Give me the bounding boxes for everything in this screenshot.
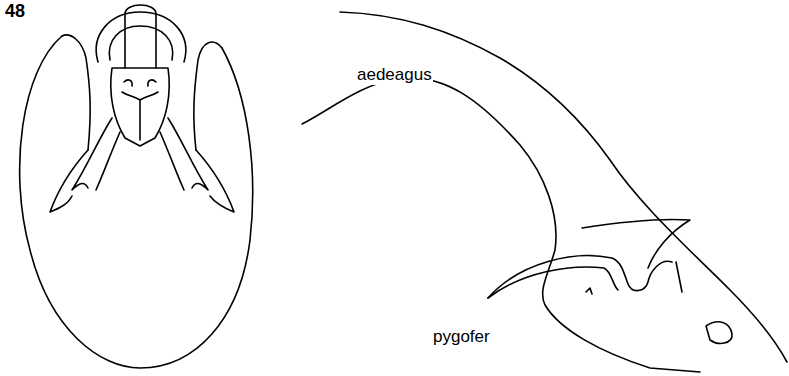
left-plate [50, 150, 88, 212]
aedeagus-ventral-edge [302, 78, 700, 372]
anal-tube [96, 12, 186, 62]
shield-mark [122, 92, 158, 140]
hooked-process-inner [488, 267, 618, 298]
aedeagus-dorsal-edge [340, 12, 787, 362]
left-lobe-edge [62, 35, 90, 150]
aedeagus-gonopore [706, 322, 732, 344]
left-style [72, 118, 120, 190]
part-label: aedeagus [356, 66, 433, 85]
figure-number: 48 [4, 2, 26, 22]
anal-tube-inner [109, 26, 172, 60]
aedeagus-detail [586, 288, 592, 294]
aedeagus-ridge [676, 262, 682, 292]
right-plate [196, 150, 234, 212]
central-column [125, 5, 156, 68]
pygofer-outline [20, 36, 253, 368]
aedeagus-dorsal-process [582, 219, 690, 268]
aedeagus-figure [302, 12, 787, 372]
aedeagus-hooked-process [488, 256, 672, 298]
shield-hooks [124, 80, 156, 86]
pygofer-figure [20, 5, 253, 368]
right-lobe-edge [194, 42, 222, 150]
part-label: pygofer [432, 328, 491, 347]
right-style [160, 118, 208, 190]
